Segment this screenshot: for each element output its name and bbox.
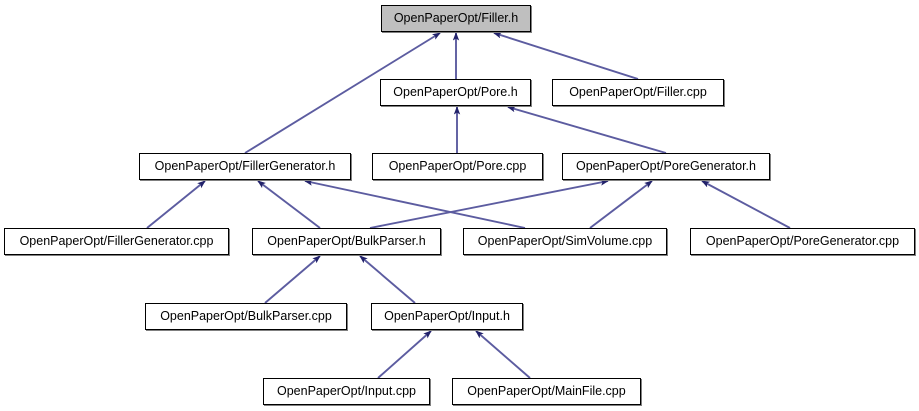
graph-edge-filler_cpp-to-filler_h bbox=[493, 32, 639, 80]
graph-node-bulkparser_h[interactable]: OpenPaperOpt/BulkParser.h bbox=[252, 228, 441, 255]
graph-node-label: OpenPaperOpt/Input.h bbox=[384, 309, 510, 324]
graph-edge-bulkparser_cpp-to-bulkparser_h bbox=[264, 255, 321, 304]
graph-edge-mainfile_cpp-to-input_h bbox=[475, 330, 531, 379]
graph-edge-poregenerator_cpp-to-poregenerator_h bbox=[701, 180, 791, 229]
graph-node-label: OpenPaperOpt/PoreGenerator.cpp bbox=[705, 234, 900, 249]
graph-node-label: OpenPaperOpt/SimVolume.cpp bbox=[477, 234, 653, 249]
graph-node-filler_cpp[interactable]: OpenPaperOpt/Filler.cpp bbox=[552, 79, 724, 106]
graph-edge-input_h-to-bulkparser_h bbox=[359, 255, 416, 304]
graph-node-mainfile_cpp[interactable]: OpenPaperOpt/MainFile.cpp bbox=[452, 378, 641, 405]
graph-node-label: OpenPaperOpt/FillerGenerator.cpp bbox=[19, 234, 214, 249]
graph-node-fillergenerator_h[interactable]: OpenPaperOpt/FillerGenerator.h bbox=[139, 153, 351, 180]
graph-node-label: OpenPaperOpt/Filler.cpp bbox=[569, 85, 707, 100]
graph-node-pore_cpp[interactable]: OpenPaperOpt/Pore.cpp bbox=[372, 153, 543, 180]
graph-node-fillergenerator_cpp[interactable]: OpenPaperOpt/FillerGenerator.cpp bbox=[4, 228, 229, 255]
graph-node-poregenerator_cpp[interactable]: OpenPaperOpt/PoreGenerator.cpp bbox=[690, 228, 915, 255]
graph-edge-bulkparser_h-to-poregenerator_h bbox=[369, 179, 609, 229]
graph-node-label: OpenPaperOpt/Input.cpp bbox=[277, 384, 416, 399]
graph-node-bulkparser_cpp[interactable]: OpenPaperOpt/BulkParser.cpp bbox=[145, 303, 347, 330]
graph-node-input_cpp[interactable]: OpenPaperOpt/Input.cpp bbox=[263, 378, 430, 405]
graph-node-label: OpenPaperOpt/FillerGenerator.h bbox=[154, 159, 336, 174]
graph-node-input_h[interactable]: OpenPaperOpt/Input.h bbox=[371, 303, 523, 330]
graph-edge-fillergenerator_cpp-to-fillergenerator_h bbox=[146, 180, 206, 229]
graph-edge-bulkparser_h-to-fillergenerator_h bbox=[257, 180, 321, 229]
graph-node-label: OpenPaperOpt/MainFile.cpp bbox=[467, 384, 626, 399]
graph-edge-poregenerator_h-to-pore_h bbox=[507, 106, 667, 154]
graph-node-poregenerator_h[interactable]: OpenPaperOpt/PoreGenerator.h bbox=[562, 153, 770, 180]
graph-node-simvolume_cpp[interactable]: OpenPaperOpt/SimVolume.cpp bbox=[463, 228, 667, 255]
graph-node-label: OpenPaperOpt/Pore.h bbox=[393, 85, 518, 100]
graph-node-label: OpenPaperOpt/PoreGenerator.h bbox=[576, 159, 756, 174]
graph-edge-simvolume_cpp-to-fillergenerator_h bbox=[304, 179, 526, 229]
graph-node-filler_h[interactable]: OpenPaperOpt/Filler.h bbox=[381, 5, 531, 32]
graph-node-label: OpenPaperOpt/BulkParser.h bbox=[267, 234, 426, 249]
graph-edge-simvolume_cpp-to-poregenerator_h bbox=[589, 180, 653, 229]
graph-node-label: OpenPaperOpt/Pore.cpp bbox=[388, 159, 527, 174]
graph-node-pore_h[interactable]: OpenPaperOpt/Pore.h bbox=[380, 79, 531, 106]
graph-node-label: OpenPaperOpt/Filler.h bbox=[393, 11, 519, 26]
graph-node-label: OpenPaperOpt/BulkParser.cpp bbox=[160, 309, 332, 324]
graph-edge-input_cpp-to-input_h bbox=[377, 330, 432, 379]
